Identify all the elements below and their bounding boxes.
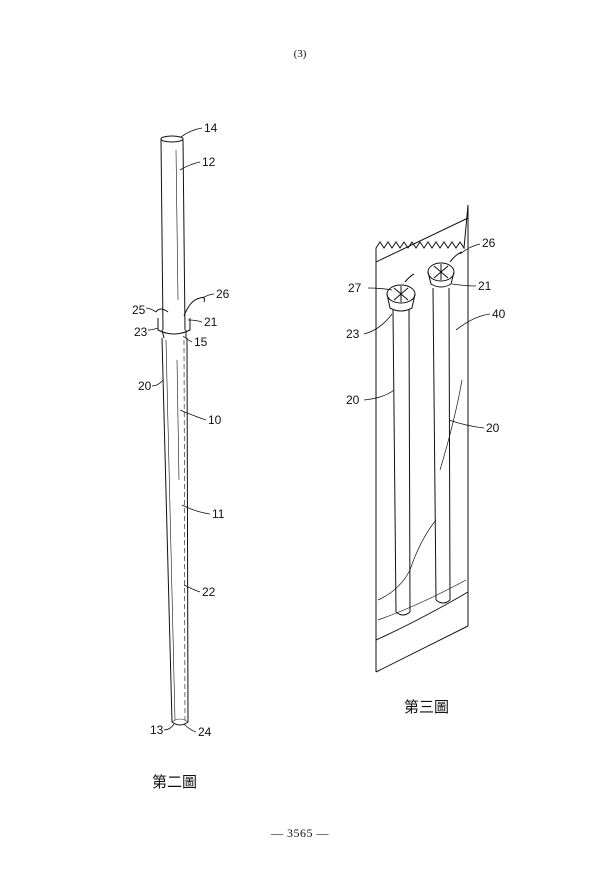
package-bottom-edge bbox=[376, 626, 468, 672]
straw-b-left-edge bbox=[433, 288, 436, 600]
straw-b-right-edge bbox=[449, 288, 450, 600]
package-curve-2 bbox=[440, 380, 462, 470]
label-23: 23 bbox=[346, 327, 360, 341]
label-21: 21 bbox=[478, 279, 492, 293]
label-15: 15 bbox=[194, 335, 208, 349]
figure-2-leaders bbox=[146, 128, 214, 732]
straw-a-tab bbox=[405, 274, 414, 282]
label-20: 20 bbox=[346, 393, 360, 407]
label-20: 20 bbox=[486, 421, 500, 435]
figure-2-caption: 第二圖 bbox=[152, 771, 197, 792]
package-curve-3 bbox=[378, 580, 466, 620]
sheath-highlight bbox=[177, 360, 179, 480]
straw-top-opening bbox=[161, 136, 183, 142]
label-14: 14 bbox=[204, 121, 218, 135]
label-26: 26 bbox=[216, 287, 230, 301]
straw-upper-left-edge bbox=[161, 139, 163, 330]
label-11: 11 bbox=[212, 507, 225, 521]
label-26: 26 bbox=[482, 236, 496, 250]
figure-3-leaders bbox=[364, 244, 490, 428]
straw-upper-highlight bbox=[176, 150, 178, 300]
straw-a-left-edge bbox=[393, 310, 396, 612]
label-23: 23 bbox=[134, 325, 148, 339]
joint-flap-left bbox=[156, 309, 168, 312]
figure-3-drawing bbox=[376, 205, 468, 672]
figure-2-labels: 14 12 25 26 23 21 15 20 10 11 22 13 24 bbox=[132, 121, 230, 739]
package-top-seal bbox=[376, 205, 468, 262]
page-footer: — 3565 — bbox=[0, 826, 600, 841]
label-40: 40 bbox=[492, 307, 506, 321]
label-10: 10 bbox=[208, 413, 222, 427]
figure-2-drawing bbox=[156, 136, 205, 725]
package-serrated-edge bbox=[376, 205, 468, 248]
label-21: 21 bbox=[204, 315, 218, 329]
sheath-right-edge bbox=[187, 338, 188, 722]
straw-a-right-edge bbox=[409, 310, 410, 612]
label-27: 27 bbox=[348, 281, 362, 295]
figure-3-labels: 26 27 21 40 23 20 20 bbox=[346, 236, 506, 435]
figure-3-caption: 第三圖 bbox=[404, 696, 449, 717]
label-13: 13 bbox=[150, 723, 164, 737]
label-22: 22 bbox=[202, 585, 216, 599]
joint-tab-26 bbox=[184, 298, 205, 317]
label-20: 20 bbox=[138, 379, 152, 393]
joint-neck-left bbox=[162, 330, 164, 338]
inner-tube-right bbox=[184, 340, 185, 720]
label-12: 12 bbox=[202, 155, 216, 169]
straw-bottom-opening bbox=[172, 722, 188, 725]
package-curve-1 bbox=[378, 520, 436, 600]
label-24: 24 bbox=[198, 725, 212, 739]
label-25: 25 bbox=[132, 303, 146, 317]
